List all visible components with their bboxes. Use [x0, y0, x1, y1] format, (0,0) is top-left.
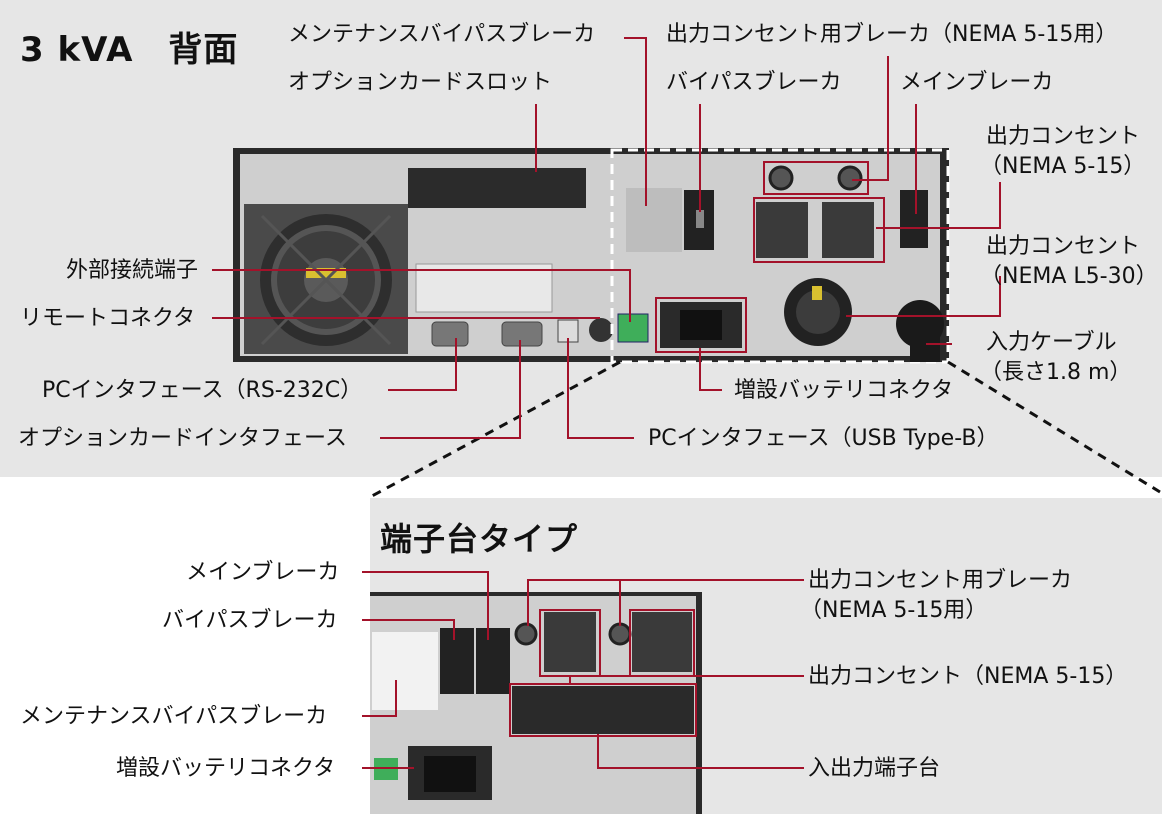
label-bypass-breaker: バイパスブレーカ: [666, 70, 842, 95]
label-outlet-515-line1: 出力コンセント: [986, 124, 1141, 149]
label-bottom-bypass-breaker: バイパスブレーカ: [162, 608, 338, 633]
section-title: 端子台タイプ: [380, 520, 579, 558]
label-option-card-interface: オプションカードインタフェース: [18, 426, 347, 451]
label-bottom-ext-battery-connector: 増設バッテリコネクタ: [116, 756, 336, 781]
cooling-fan: [244, 204, 408, 354]
label-bottom-maintenance-bypass-breaker: メンテナンスバイパスブレーカ: [20, 704, 328, 729]
label-pc-interface-rs232c: PCインタフェース（RS-232C）: [42, 378, 363, 403]
label-pc-interface-usb: PCインタフェース（USB Type-B）: [648, 426, 999, 451]
label-outlet-l530-line2: （NEMA L5-30）: [980, 264, 1158, 289]
terminal-block-panel: [370, 592, 702, 814]
label-outlet-515-line2: （NEMA 5-15）: [980, 154, 1146, 179]
label-bottom-outlet-515: 出力コンセント（NEMA 5-15）: [808, 664, 1128, 689]
page-title: 3 kVA 背面: [20, 30, 239, 70]
label-bottom-outlet-breaker-line2: （NEMA 5-15用）: [800, 598, 988, 623]
label-option-card-slot: オプションカードスロット: [288, 70, 553, 95]
ups-rear-panel: [233, 148, 950, 364]
label-main-breaker: メインブレーカ: [900, 70, 1054, 95]
label-outlet-breaker: 出力コンセント用ブレーカ（NEMA 5-15用）: [666, 22, 1118, 47]
label-remote-connector: リモートコネクタ: [20, 306, 196, 331]
label-bottom-io-terminal-block: 入出力端子台: [808, 756, 941, 781]
label-bottom-outlet-breaker-line1: 出力コンセント用ブレーカ: [808, 568, 1073, 593]
label-input-cable-line2: （長さ1.8 m）: [980, 360, 1132, 385]
label-input-cable-line1: 入力ケーブル: [986, 330, 1117, 355]
label-bottom-main-breaker: メインブレーカ: [186, 560, 340, 585]
label-outlet-l530-line1: 出力コンセント: [986, 234, 1141, 259]
option-card-slot: [408, 168, 586, 208]
label-maintenance-bypass-breaker: メンテナンスバイパスブレーカ: [288, 22, 596, 47]
label-ext-battery-connector: 増設バッテリコネクタ: [734, 378, 954, 403]
label-external-terminal: 外部接続端子: [66, 258, 199, 283]
leader-lines: [212, 37, 1001, 769]
